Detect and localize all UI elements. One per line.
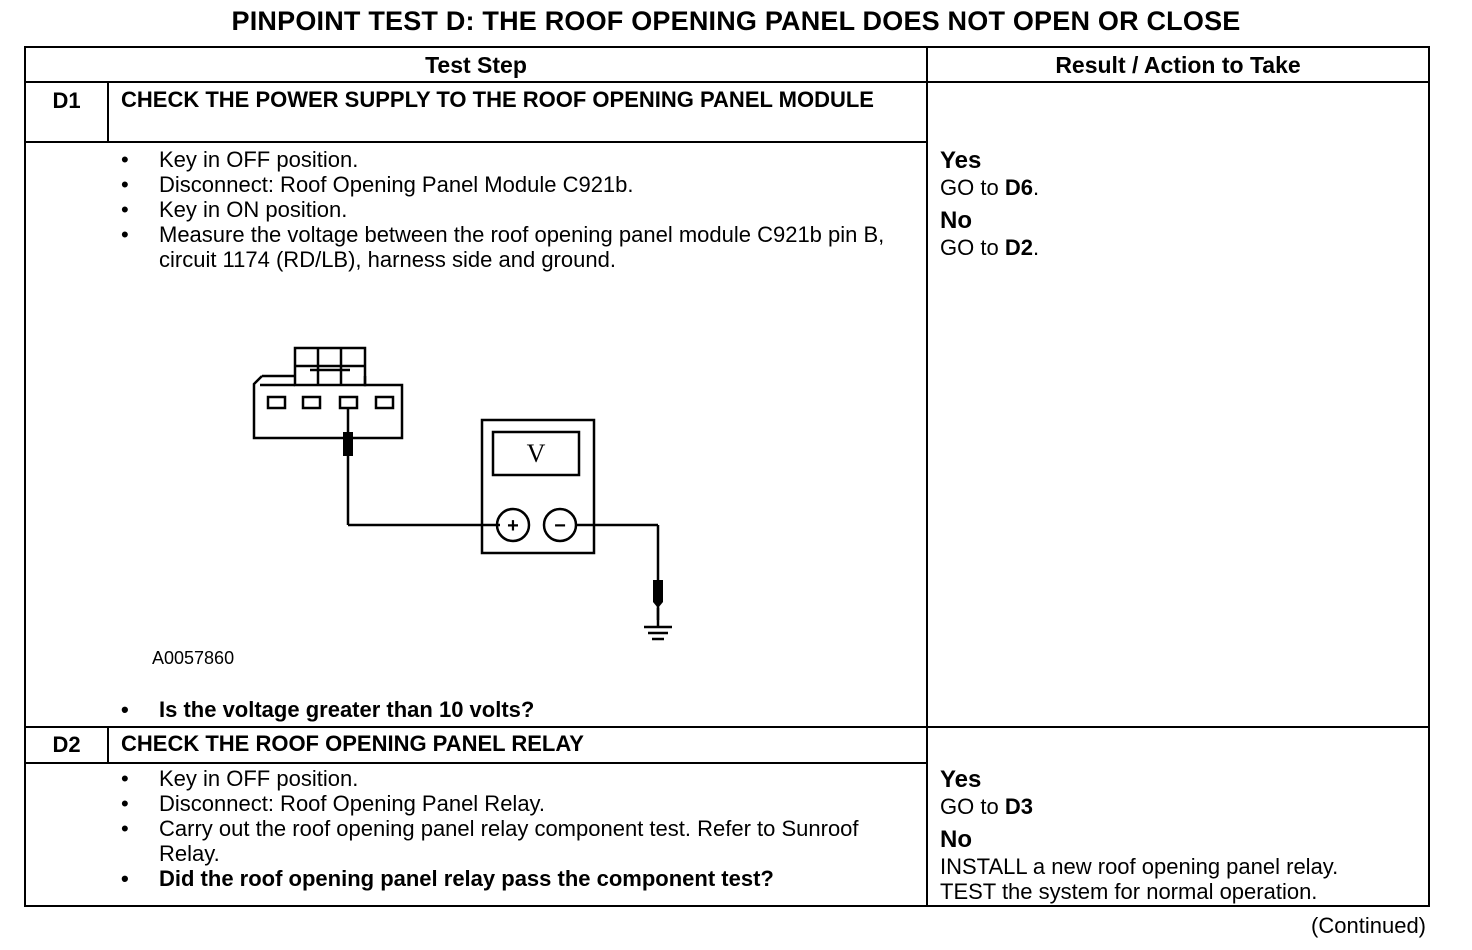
yes-action: GO to D3 [940,794,1426,819]
step-d1-instructions: Key in OFF position. Disconnect: Roof Op… [121,147,916,272]
list-item: Disconnect: Roof Opening Panel Relay. [121,791,891,816]
list-item: Did the roof opening panel relay pass th… [121,866,891,891]
list-item: Key in ON position. [121,197,916,222]
action-target: D2 [1004,235,1033,260]
header-result: Result / Action to Take [1055,52,1301,78]
list-item: Is the voltage greater than 10 volts? [121,697,916,722]
voltmeter-wiring-diagram: V + − [252,346,672,641]
meter-symbol: V [527,439,546,468]
no-action-line-1: INSTALL a new roof opening panel relay. [940,854,1339,879]
no-action: GO to D2. [940,235,1420,260]
no-action-line-2: TEST the system for normal operation. [940,879,1318,904]
action-prefix: GO to [940,794,999,819]
list-item: Disconnect: Roof Opening Panel Module C9… [121,172,916,197]
step-title-d1: CHECK THE POWER SUPPLY TO THE ROOF OPENI… [121,87,874,112]
voltmeter [480,418,596,555]
list-item: Carry out the roof opening panel relay c… [121,816,891,866]
probe-tip-positive [343,432,353,456]
yes-action: GO to D6. [940,175,1420,200]
connector-body [252,374,404,440]
step-d2-instructions: Key in OFF position. Disconnect: Roof Op… [121,766,891,891]
yes-label: Yes [940,766,982,793]
plus-icon: + [507,515,519,537]
page-title: PINPOINT TEST D: THE ROOF OPENING PANEL … [231,6,1241,36]
list-item: Key in OFF position. [121,147,916,172]
no-label: No [940,826,972,853]
positive-terminal [495,507,531,543]
no-label: No [940,207,972,234]
probe-tip-ground [653,580,663,608]
list-item: Key in OFF position. [121,766,891,791]
action-suffix: . [1032,175,1040,200]
step-id-d2: D2 [52,732,81,757]
result-d2: Yes GO to D3 No INSTALL a new roof openi… [940,766,1426,904]
result-d1: Yes GO to D6. No GO to D2. [940,147,1420,260]
action-suffix: . [1032,235,1040,260]
header-test-step: Test Step [425,52,527,78]
action-prefix: GO to [940,175,999,200]
action-target: D6 [1004,175,1033,200]
step-title-d2: CHECK THE ROOF OPENING PANEL RELAY [121,731,584,756]
list-item: Measure the voltage between the roof ope… [121,222,916,272]
yes-label: Yes [940,147,982,174]
minus-icon: − [554,515,566,537]
continued-note: (Continued) [1311,913,1426,938]
step-d1-question: Is the voltage greater than 10 volts? [121,697,916,722]
figure-id: A0057860 [152,648,235,668]
action-prefix: GO to [940,235,999,260]
step-id-d1: D1 [52,88,81,113]
action-target: D3 [1004,794,1033,819]
